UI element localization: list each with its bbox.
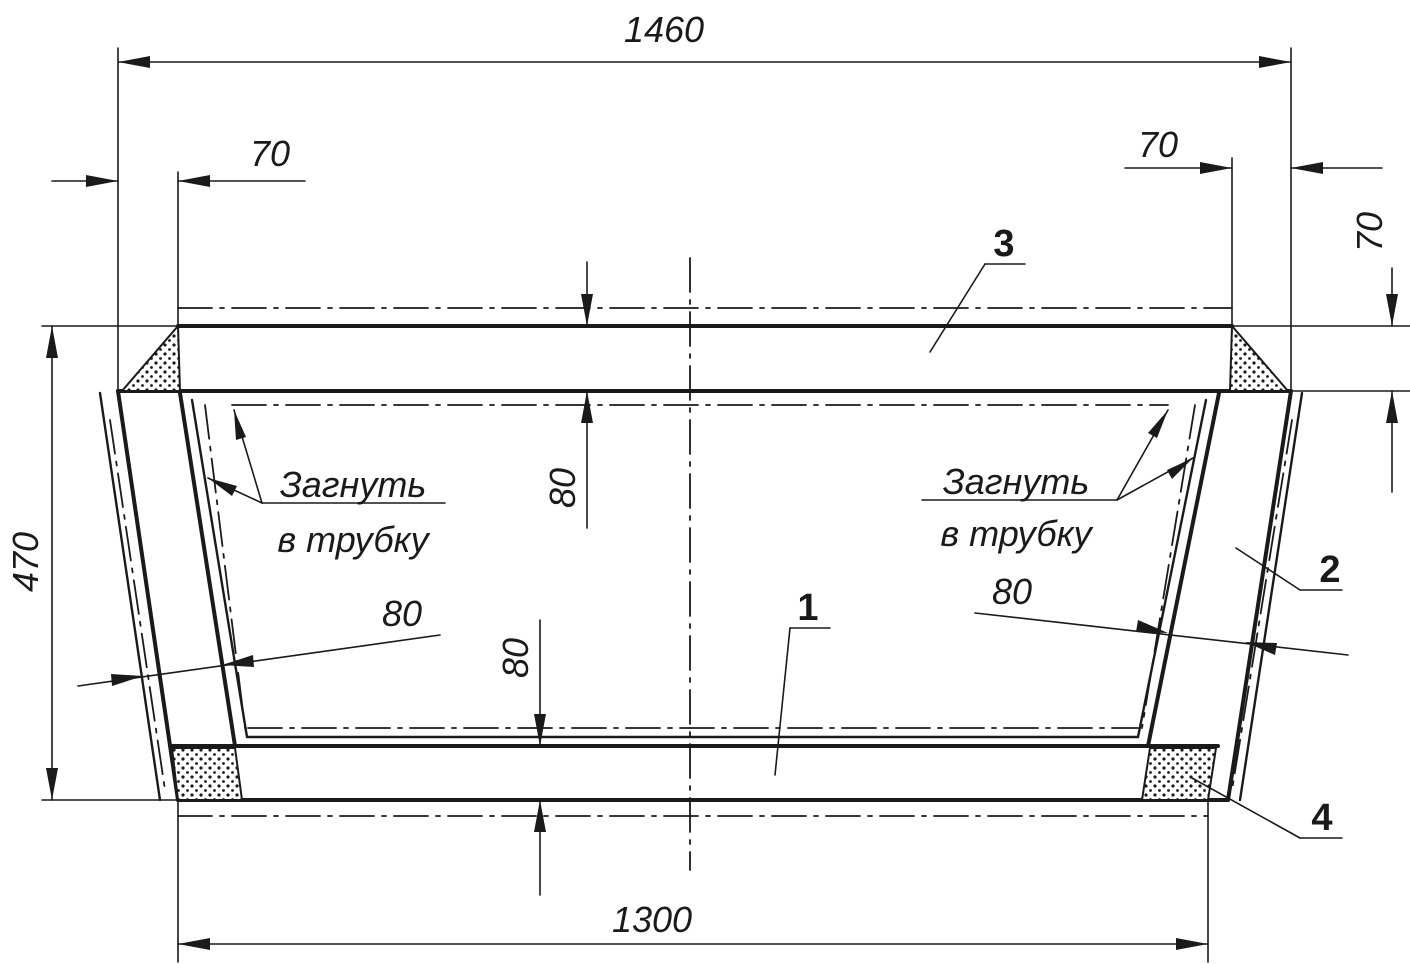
- arrow-left-70-a: [86, 175, 118, 187]
- left-side-outer: [116, 389, 180, 802]
- left-side-inner-fold: [190, 398, 249, 739]
- inner-fold-right: [1141, 404, 1196, 729]
- arrow-top-80-b: [581, 391, 593, 423]
- dim-label-1460: 1460: [624, 9, 704, 50]
- note-left-bend-line1: Загнуть: [280, 464, 427, 505]
- arrow-leader-left-a: [234, 410, 246, 440]
- arrow-left-side-80-b: [222, 655, 254, 667]
- arrow-bottom-80-b: [534, 800, 546, 832]
- right-side-flat-edge: [1238, 391, 1304, 802]
- corner-gusset-top-right: [1228, 323, 1291, 392]
- dim-label-left-70: 70: [250, 133, 290, 174]
- dim-label-right-side-80: 80: [992, 571, 1032, 612]
- arrow-1300-left: [178, 938, 210, 950]
- dim-line-right-side-80: [974, 612, 1349, 656]
- arrow-1460-left: [118, 56, 150, 68]
- arrow-top-80-a: [581, 294, 593, 326]
- arrow-70-vert-b: [1386, 391, 1398, 423]
- arrow-leader-right-a: [1148, 410, 1168, 438]
- arrow-1300-right: [1176, 938, 1208, 950]
- corner-gusset-bottom-right: [1140, 747, 1218, 801]
- dim-label-right-70: 70: [1138, 124, 1178, 165]
- leader-pos-2: [1235, 547, 1301, 591]
- labels: 1460 70 70 70 470 80 80 1300 80 80 Загну…: [5, 9, 1390, 940]
- leader-pos-3: [929, 263, 986, 353]
- corner-gusset-bottom-left: [170, 747, 244, 801]
- position-label-1: 1: [797, 587, 818, 629]
- note-right-bend-line2: в трубку: [940, 513, 1093, 554]
- dim-label-470: 470: [5, 532, 46, 592]
- arrow-left-side-80-a: [111, 674, 143, 686]
- dim-label-top-inner-80: 80: [542, 468, 583, 508]
- position-label-4: 4: [1311, 797, 1332, 839]
- arrow-leader-right-b: [1167, 458, 1193, 479]
- arrow-70-vert-a: [1386, 294, 1398, 326]
- arrow-left-70-b: [178, 175, 210, 187]
- note-left-bend-line2: в трубку: [277, 519, 430, 560]
- frame-geometry: [98, 257, 1304, 871]
- leader-lines: [207, 263, 1343, 839]
- left-side-flat-edge: [98, 391, 162, 802]
- right-side-outer: [1226, 389, 1293, 802]
- arrow-470-bottom: [46, 768, 58, 800]
- arrow-right-side-80-b: [1245, 642, 1277, 655]
- inner-fold-left: [204, 404, 246, 729]
- dimension-lines: [41, 47, 1410, 963]
- dim-label-bottom-inner-80: 80: [495, 638, 536, 678]
- dim-label-left-side-80: 80: [382, 593, 422, 634]
- right-side-inner: [1146, 391, 1221, 748]
- leader-pos-1: [774, 627, 791, 776]
- arrow-470-top: [46, 326, 58, 358]
- position-label-3: 3: [993, 223, 1014, 265]
- left-side-flat-axis: [109, 419, 166, 791]
- corner-gusset-top-left: [119, 323, 182, 392]
- position-label-2: 2: [1319, 549, 1340, 591]
- arrow-right-70-b: [1291, 162, 1323, 174]
- dim-label-top-70-vertical: 70: [1349, 212, 1390, 252]
- arrow-right-side-80-a: [1136, 620, 1168, 633]
- left-side-inner: [178, 391, 237, 748]
- note-right-bend-line1: Загнуть: [943, 461, 1090, 502]
- right-side-flat-axis: [1231, 419, 1293, 791]
- leader-pos-4: [1191, 777, 1301, 839]
- arrow-1460-right: [1259, 56, 1291, 68]
- arrow-right-70-a: [1200, 162, 1232, 174]
- dim-label-1300: 1300: [612, 899, 692, 940]
- arrow-bottom-80-a: [534, 714, 546, 746]
- arrow-leader-left-b: [208, 478, 237, 496]
